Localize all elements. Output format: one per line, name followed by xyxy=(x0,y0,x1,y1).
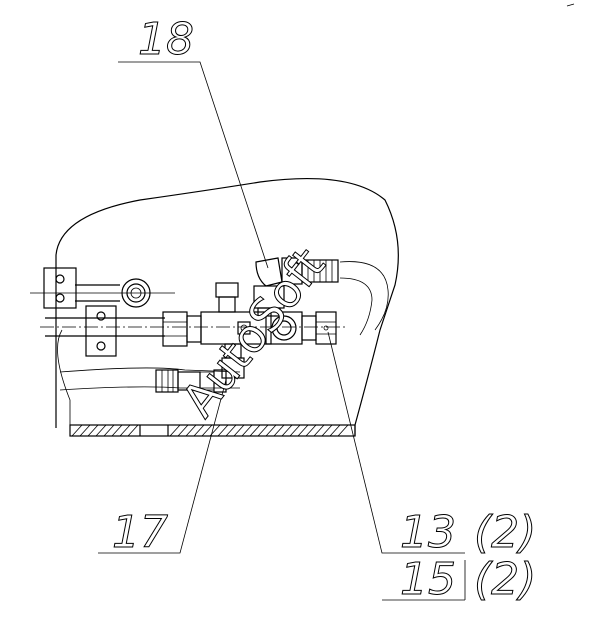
leader-13 xyxy=(327,331,465,554)
leader-17 xyxy=(98,379,227,554)
leader-lines xyxy=(98,61,466,601)
callout-18-label: 18 xyxy=(138,14,194,65)
elbow-fitting xyxy=(253,257,285,317)
callout-15-label: 15 xyxy=(400,554,456,605)
hose-upper xyxy=(59,367,241,373)
corner-mark xyxy=(566,3,575,7)
leader-18 xyxy=(118,61,269,269)
hose-right-2 xyxy=(339,277,373,336)
callout-15-qty: (2) xyxy=(474,554,536,605)
callout-13-qty: (2) xyxy=(474,507,536,558)
housing-outline xyxy=(55,178,399,436)
callout-13-label: 13 xyxy=(400,507,456,558)
watermark-text: AutoSoft xyxy=(171,238,335,427)
housing-inner-left xyxy=(57,329,71,425)
hose-coupling-upper xyxy=(281,257,339,285)
tee-upper-fitting xyxy=(215,282,239,313)
hose-coupling-lower xyxy=(155,369,201,393)
clamp-upper xyxy=(43,267,77,309)
hose-right xyxy=(339,261,389,331)
right-nut xyxy=(301,311,337,345)
round-nut xyxy=(121,278,151,308)
clamp-lower xyxy=(85,305,117,357)
callout-17-label: 17 xyxy=(112,507,168,558)
upper-pipe xyxy=(30,284,175,302)
hex-fitting-left xyxy=(162,311,202,347)
base-plate xyxy=(69,424,356,437)
